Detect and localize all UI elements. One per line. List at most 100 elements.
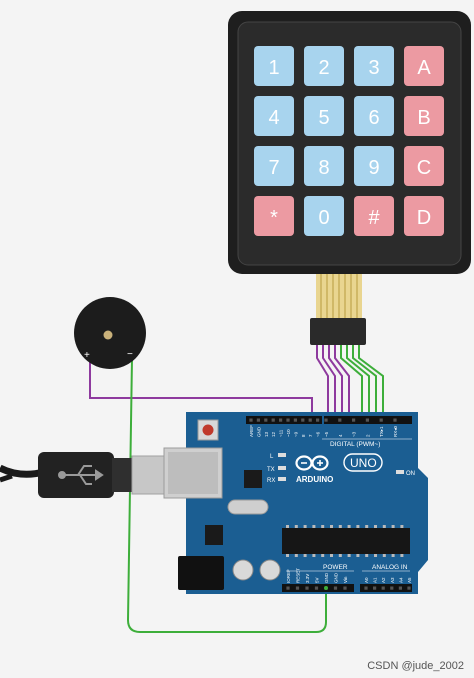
usb-chip xyxy=(244,470,262,488)
keypad-key-face xyxy=(304,96,344,136)
wires xyxy=(89,345,384,633)
usb-icon xyxy=(58,465,104,485)
chip-pin xyxy=(365,525,369,528)
regulator xyxy=(205,525,223,545)
keypad-key-8[interactable]: 8 xyxy=(304,146,344,186)
chip-pin xyxy=(321,554,325,557)
wire-keypad-row2 xyxy=(322,345,336,422)
analog-pin-label: A5 xyxy=(407,577,412,583)
wire-keypad-col1 xyxy=(340,345,363,422)
chip-pin xyxy=(400,554,404,557)
model-label: UNO xyxy=(350,456,377,470)
power-pin-label: 3.3V xyxy=(305,574,310,583)
header-pin xyxy=(301,418,305,422)
keypad-key-face xyxy=(404,96,444,136)
header-pin xyxy=(316,418,320,422)
header-pin xyxy=(407,586,411,590)
keypad-key-label: 8 xyxy=(318,157,329,179)
usb-plug-metal xyxy=(131,455,165,495)
chip-pin xyxy=(400,525,404,528)
keypad-key-label: A xyxy=(417,57,431,79)
chip-pin xyxy=(356,554,360,557)
keypad-key-face xyxy=(304,146,344,186)
keypad-key-face xyxy=(354,46,394,86)
buzzer-minus-label: − xyxy=(127,349,133,360)
keypad-ribbon-cable xyxy=(310,270,366,345)
wire-end-gnd xyxy=(324,586,328,590)
power-pin-label: GND xyxy=(334,572,339,583)
keypad-key-9[interactable]: 9 xyxy=(354,146,394,186)
arduino-logo xyxy=(295,455,329,471)
watermark: CSDN @jude_2002 xyxy=(367,660,464,672)
led-l xyxy=(278,453,286,457)
brand-label: ARDUINO xyxy=(296,475,333,484)
chip-pin xyxy=(338,525,342,528)
digital-pin-label: ~9 xyxy=(293,431,298,437)
header-pin xyxy=(271,418,275,422)
keypad-key-5[interactable]: 5 xyxy=(304,96,344,136)
wire-keypad-col2 xyxy=(346,345,370,422)
analog-label: ANALOG IN xyxy=(372,564,408,571)
chip-pin xyxy=(338,554,342,557)
digital-pin-label: ~5 xyxy=(324,431,329,437)
analog-pin-label: A1 xyxy=(373,577,378,583)
keypad-key-label: C xyxy=(417,157,431,179)
piezo-buzzer: + − xyxy=(74,297,146,369)
analog-pin-label: A3 xyxy=(390,577,395,583)
keypad-key-1[interactable]: 1 xyxy=(254,46,294,86)
wire-keypad-row1 xyxy=(316,345,329,422)
keypad-key-label: B xyxy=(417,107,430,129)
analog-pin-label: A4 xyxy=(398,577,403,583)
keypad-key-3[interactable]: 3 xyxy=(354,46,394,86)
keypad-key-face xyxy=(404,146,444,186)
keypad-key-C[interactable]: C xyxy=(404,146,444,186)
led-tx-label: TX xyxy=(267,467,275,473)
keypad-key-label: 7 xyxy=(268,157,279,179)
keypad-key-*[interactable]: * xyxy=(254,196,294,236)
capacitor-2 xyxy=(259,559,281,581)
chip-pin xyxy=(294,525,298,528)
keypad-key-0[interactable]: 0 xyxy=(304,196,344,236)
keypad-key-4[interactable]: 4 xyxy=(254,96,294,136)
keypad-key-2[interactable]: 2 xyxy=(304,46,344,86)
keypad-key-A[interactable]: A xyxy=(404,46,444,86)
keypad-key-7[interactable]: 7 xyxy=(254,146,294,186)
digital-pin-label: GND xyxy=(256,426,261,437)
keypad-key-D[interactable]: D xyxy=(404,196,444,236)
digital-pin-label: 7 xyxy=(308,434,313,437)
chip-pin xyxy=(347,525,351,528)
keypad-key-label: 3 xyxy=(368,57,379,79)
power-label: POWER xyxy=(323,564,348,571)
header-pin xyxy=(293,418,297,422)
keypad-key-6[interactable]: 6 xyxy=(354,96,394,136)
keypad-key-face xyxy=(254,196,294,236)
keypad-key-face xyxy=(404,196,444,236)
power-pin-label: GND xyxy=(324,572,329,583)
keypad-key-label: 0 xyxy=(318,207,329,229)
header-pin xyxy=(324,418,328,422)
usb-wire-tail xyxy=(0,473,13,483)
chip-pin xyxy=(286,525,289,528)
header-pin xyxy=(379,418,383,422)
keypad-key-B[interactable]: B xyxy=(404,96,444,136)
keypad-key-label: # xyxy=(368,207,380,229)
chip-pin xyxy=(365,554,369,557)
header-pin xyxy=(333,586,338,590)
chip-pin xyxy=(321,525,325,528)
usb-cable xyxy=(0,452,165,498)
header-pin xyxy=(256,418,260,422)
digital-pin-label: AREF xyxy=(249,425,254,437)
keypad-key-#[interactable]: # xyxy=(354,196,394,236)
led-rx xyxy=(278,477,286,481)
keypad-key-label: 6 xyxy=(368,107,379,129)
power-pin-label: RESET xyxy=(296,568,301,583)
power-jack xyxy=(178,556,224,590)
header-pin xyxy=(264,418,268,422)
chip-pin xyxy=(312,525,316,528)
power-pin-label: IOREF xyxy=(286,569,291,583)
analog-pin-label: A2 xyxy=(381,577,386,583)
power-pin-label: 5V xyxy=(315,577,320,583)
header-pin xyxy=(286,418,290,422)
